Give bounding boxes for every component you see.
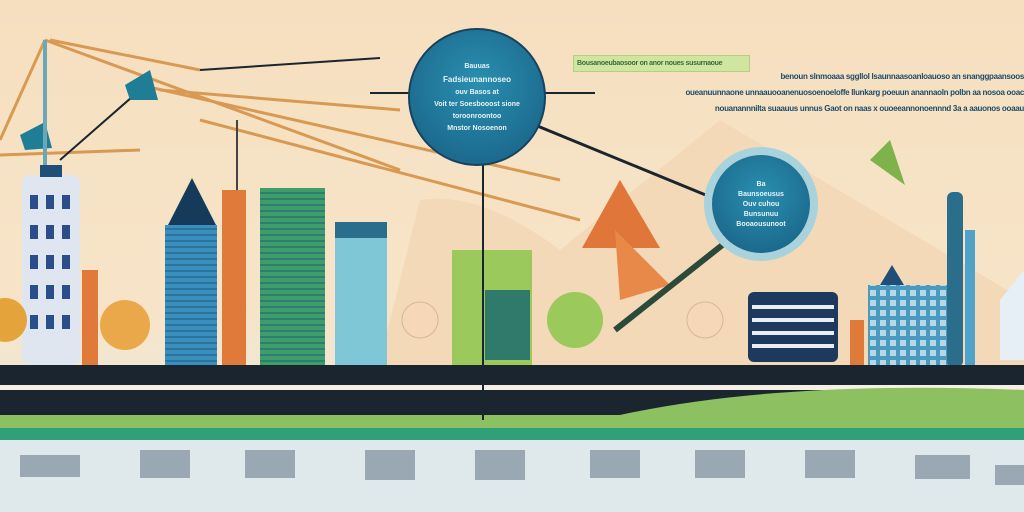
green-banner: Bousanoeubaosoor on anor noues susurnaou… [573, 55, 750, 72]
tower [947, 192, 963, 367]
main-info-bubble: Bauuas Fadsieunannoseo ouv Basos at Voit… [408, 28, 546, 166]
wire [199, 57, 381, 71]
tree [547, 292, 603, 348]
bubble-line: toroonroontoo [452, 112, 502, 120]
bubble-title: Ba [756, 180, 766, 188]
paragraph-line: oueanuunnaone unnaauooanenuosoenoeloffe … [685, 88, 1024, 97]
paragraph-line: benoun slnmoaaa sggllol lsaunnaasoanloau… [780, 72, 1024, 81]
building [335, 222, 387, 365]
triangle [582, 180, 660, 248]
grass [0, 387, 1024, 440]
bubble-line: Baunsoeusus [738, 190, 784, 198]
bubble-line: Mnstor Nosoenon [447, 124, 507, 132]
crane-cab-icon [125, 70, 158, 100]
bubble-line: Voit ter Soesbooost sione [434, 100, 520, 108]
bubble-line: Bunsunuu [743, 210, 779, 218]
bubble-line: ouv Basos at [455, 88, 499, 96]
paragraph-text: benoun slnmoaaa sggllol lsaunnaasoanloau… [590, 70, 1024, 113]
bubble-line: Ouv cuhou [742, 200, 780, 208]
bubble-line: Booaousunoot [736, 220, 786, 228]
small-info-bubble: Ba Baunsoeusus Ouv cuhou Bunsunuu Booaou… [712, 155, 810, 253]
building [748, 292, 838, 362]
ramp [613, 232, 737, 333]
bubble-title: Bauuas [464, 62, 490, 70]
reflections [20, 450, 1024, 485]
bubble-heading: Fadsieunannoseo [442, 74, 511, 84]
crane-cab-icon [20, 122, 52, 150]
tree [100, 300, 150, 350]
paragraph-line: nouanannnilta suaauus unnus Gaot on naas… [714, 104, 1024, 113]
